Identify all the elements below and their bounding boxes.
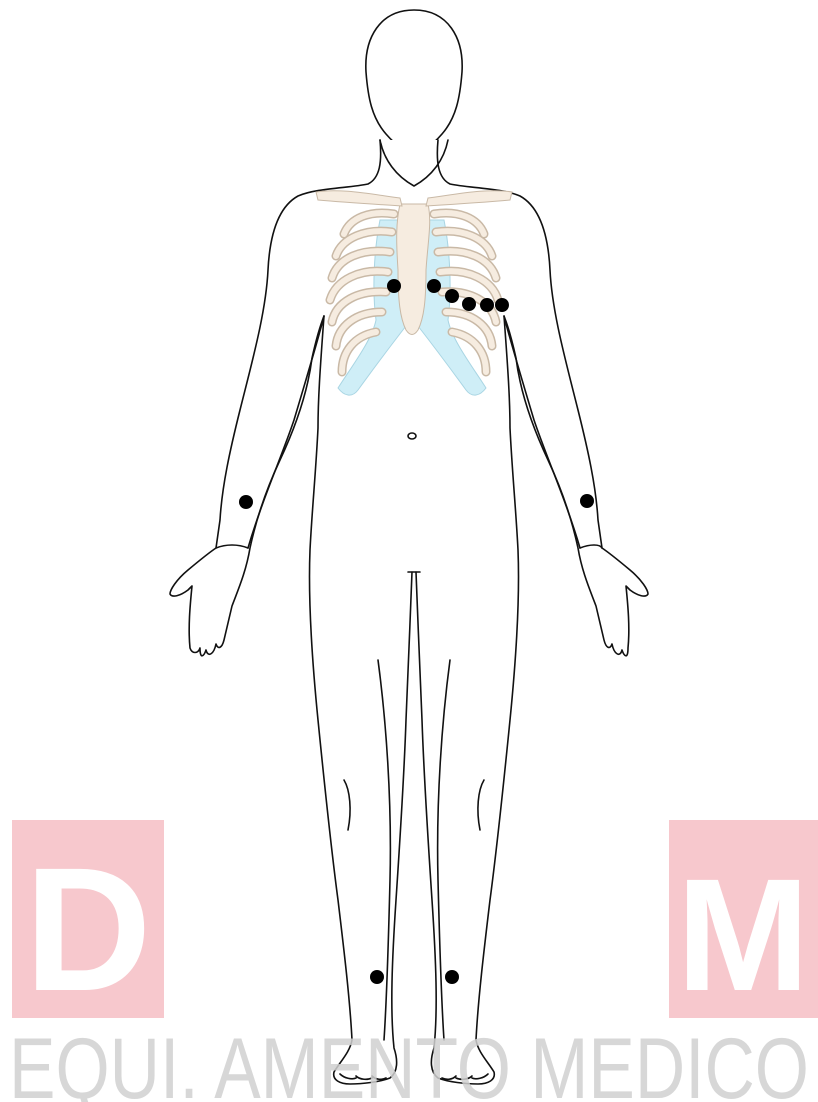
body-outline <box>170 10 648 1084</box>
electrode-left-arm <box>580 494 594 508</box>
electrode-right-arm <box>239 495 253 509</box>
watermark: D M <box>12 820 818 1028</box>
electrode-left-leg <box>445 970 459 984</box>
head <box>366 10 462 152</box>
watermark-tagline: EQUI. AMENTO MEDICO <box>9 1021 809 1102</box>
electrode-v5 <box>480 298 494 312</box>
watermark-letter-d: D <box>24 832 151 1028</box>
electrode-v3 <box>445 289 459 303</box>
watermark-letter-m: M <box>676 845 809 1024</box>
electrode-v1 <box>387 279 401 293</box>
navel <box>408 433 416 439</box>
electrode-v2 <box>427 279 441 293</box>
electrode-v4 <box>462 297 476 311</box>
electrode-v6 <box>495 298 509 312</box>
electrode-right-leg <box>370 970 384 984</box>
